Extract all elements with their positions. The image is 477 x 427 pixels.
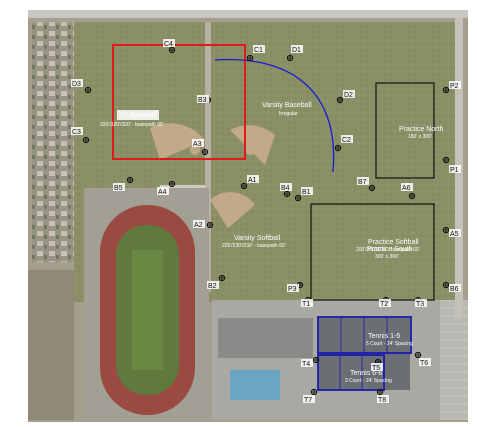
marker-label: A4 xyxy=(158,189,167,196)
practice-north-dims: 180' x 300' xyxy=(408,134,432,140)
tennis-6-8-label: Tennis 6-8 xyxy=(350,370,382,377)
marker-label: A6 xyxy=(402,185,411,192)
varsity-baseball-dims: Irregular xyxy=(279,111,298,117)
marker-t5[interactable]: T5 xyxy=(371,358,383,372)
marker-label: A1 xyxy=(248,177,257,184)
marker-label: B1 xyxy=(302,189,311,196)
varsity-softball-field[interactable]: Varsity Softball 225'/230'/230' - basepa… xyxy=(222,235,286,249)
jv-baseball-label: JV Baseball xyxy=(120,112,157,119)
marker-label: P3 xyxy=(288,286,297,293)
jv-baseball-dims: 320'/320'/320' - basepath 90' xyxy=(100,122,164,128)
marker-d2[interactable]: D2 xyxy=(336,90,355,104)
marker-b2[interactable]: B2 xyxy=(207,274,226,290)
marker-label: P2 xyxy=(450,83,459,90)
practice-softball-dims: 200'/200'/200' - basepath 60' xyxy=(356,247,420,253)
marker-label: A5 xyxy=(450,231,459,238)
marker-label: B2 xyxy=(208,283,217,290)
marker-label: B5 xyxy=(114,185,123,192)
jv-baseball-field[interactable]: JV Baseball 320'/320'/320' - basepath 90… xyxy=(100,44,246,160)
marker-b5[interactable]: B5 xyxy=(113,176,134,192)
marker-label: T1 xyxy=(302,301,310,308)
marker-b7[interactable]: B7 xyxy=(357,177,376,192)
marker-p3[interactable]: P3 xyxy=(287,281,304,293)
marker-c4[interactable]: C4 xyxy=(163,39,176,54)
marker-label: T6 xyxy=(420,360,428,367)
marker-b3[interactable]: B3 xyxy=(197,95,212,104)
marker-b4[interactable]: B4 xyxy=(280,183,292,198)
marker-p1[interactable]: P1 xyxy=(442,156,461,174)
varsity-baseball-field[interactable]: Varsity Baseball Irregular xyxy=(214,58,335,173)
marker-t3[interactable]: T3 xyxy=(414,296,427,308)
marker-label: T2 xyxy=(380,301,388,308)
marker-t2[interactable]: T2 xyxy=(379,296,391,308)
marker-d3[interactable]: D3 xyxy=(71,79,92,94)
marker-label: T5 xyxy=(372,365,380,372)
marker-label: T4 xyxy=(302,361,310,368)
tennis-1-5-label: Tennis 1-5 xyxy=(368,333,400,340)
varsity-softball-label: Varsity Softball xyxy=(234,235,281,242)
marker-a4[interactable]: A4 xyxy=(157,180,176,196)
marker-label: P1 xyxy=(450,167,459,174)
marker-t1[interactable]: T1 xyxy=(301,296,313,308)
marker-label: B3 xyxy=(198,97,207,104)
marker-label: D1 xyxy=(292,47,301,54)
marker-label: T3 xyxy=(416,301,424,308)
tennis-1-5-dims: 5 Court - 24' Spacing xyxy=(366,341,413,347)
practice-north-label: Practice North xyxy=(399,126,443,133)
tennis-6-8-dims: 3 Court - 24' Spacing xyxy=(345,378,392,384)
marker-c2[interactable]: C2 xyxy=(334,135,353,152)
tennis-6-8-courts[interactable]: Tennis 6-8 3 Court - 24' Spacing xyxy=(317,354,392,391)
marker-c3[interactable]: C3 xyxy=(71,127,90,144)
marker-c1[interactable]: C1 xyxy=(246,45,265,62)
marker-label: B6 xyxy=(450,286,459,293)
practice-south-field[interactable]: Practice Softball 200'/200'/200' - basep… xyxy=(310,203,435,301)
marker-label: A3 xyxy=(193,141,202,148)
marker-t4[interactable]: T4 xyxy=(301,356,320,368)
marker-p2[interactable]: P2 xyxy=(442,81,461,94)
marker-a5[interactable]: A5 xyxy=(442,226,461,238)
varsity-baseball-label: Varsity Baseball xyxy=(262,102,312,109)
baseball-diamonds xyxy=(150,123,275,228)
practice-south-label: Practice South xyxy=(367,246,413,253)
varsity-softball-dims: 225'/230'/230' - basepath 60' xyxy=(222,243,286,249)
practice-south-dims: 300' x 300' xyxy=(375,254,399,260)
marker-d1[interactable]: D1 xyxy=(286,45,303,62)
marker-a6[interactable]: A6 xyxy=(401,183,416,200)
marker-t6[interactable]: T6 xyxy=(414,351,431,367)
marker-label: T7 xyxy=(304,397,312,404)
marker-label: C3 xyxy=(72,129,81,136)
marker-label: C2 xyxy=(342,137,351,144)
running-track xyxy=(100,205,195,415)
marker-b1[interactable]: B1 xyxy=(294,187,313,202)
marker-t8[interactable]: T8 xyxy=(376,388,389,404)
marker-label: T8 xyxy=(378,397,386,404)
marker-a3[interactable]: A3 xyxy=(192,139,209,156)
marker-label: D3 xyxy=(72,81,81,88)
tennis-1-5-courts[interactable]: Tennis 1-5 5 Court - 24' Spacing xyxy=(317,316,413,354)
practice-softball-label: Practice Softball xyxy=(368,239,419,246)
marker-label: C4 xyxy=(164,41,173,48)
marker-label: B7 xyxy=(358,179,367,186)
marker-label: A2 xyxy=(194,222,203,229)
marker-label: B4 xyxy=(281,185,290,192)
practice-north-field[interactable]: Practice North 180' x 300' xyxy=(375,82,443,179)
marker-b6[interactable]: B6 xyxy=(442,281,461,293)
marker-a2[interactable]: A2 xyxy=(193,220,214,229)
marker-label: C1 xyxy=(254,47,263,54)
marker-a1[interactable]: A1 xyxy=(240,175,259,190)
marker-t7[interactable]: T7 xyxy=(303,388,318,404)
marker-label: D2 xyxy=(344,92,353,99)
